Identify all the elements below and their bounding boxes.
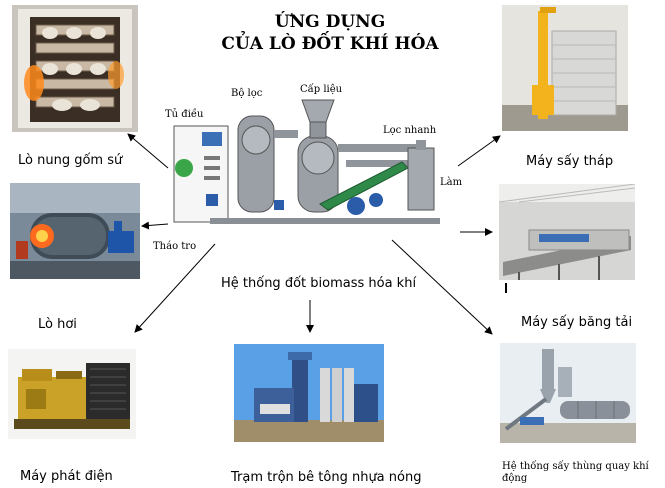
- feed-label: Cấp liệu: [300, 84, 343, 95]
- boiler-label: Lò hơi: [38, 317, 77, 332]
- tick-mark: [505, 283, 507, 293]
- gasifier-diagram: [170, 82, 460, 240]
- quick-filter-label: Lọc nhanh: [383, 125, 437, 136]
- rotary-dryer-label: Hệ thống sấy thùng quay khí động: [502, 461, 649, 484]
- title-line-1: ỨNG DỤNG: [274, 12, 386, 32]
- arrow-to-kiln: [127, 133, 169, 169]
- title-line-2: CỦA LÒ ĐỐT KHÍ HÓA: [221, 34, 439, 54]
- kiln-label: Lò nung gốm sứ: [18, 153, 123, 168]
- asphalt-plant-label: Trạm trộn bê tông nhựa nóng: [231, 470, 422, 485]
- belt-dryer-photo: [499, 184, 635, 280]
- ash-outlet-label: Tháo tro: [153, 241, 197, 252]
- cooling-label: Làm: [440, 177, 463, 188]
- arrow-to-boiler: [141, 221, 169, 230]
- boiler-photo: [10, 183, 140, 279]
- tower-dryer-label: Máy sấy tháp: [526, 154, 614, 169]
- kiln-photo: [12, 5, 138, 132]
- rotary-dryer-label-line-1: Hệ thống sấy thùng quay khí động: [502, 461, 658, 485]
- system-caption: Hệ thống đốt biomass hóa khí: [221, 276, 417, 291]
- generator-photo: [8, 349, 136, 439]
- asphalt-plant-photo: [234, 344, 384, 442]
- generator-label: Máy phát điện: [20, 469, 113, 484]
- tower-dryer-photo: [502, 5, 628, 131]
- arrow-to-generator: [134, 243, 216, 333]
- arrow-to-tower-dryer: [457, 135, 501, 167]
- filter-label: Bộ lọc: [231, 88, 263, 99]
- rotary-dryer-photo: [500, 343, 636, 443]
- belt-dryer-label: Máy sấy băng tải: [521, 315, 633, 330]
- control-cabinet-label: Tủ điều: [165, 109, 204, 120]
